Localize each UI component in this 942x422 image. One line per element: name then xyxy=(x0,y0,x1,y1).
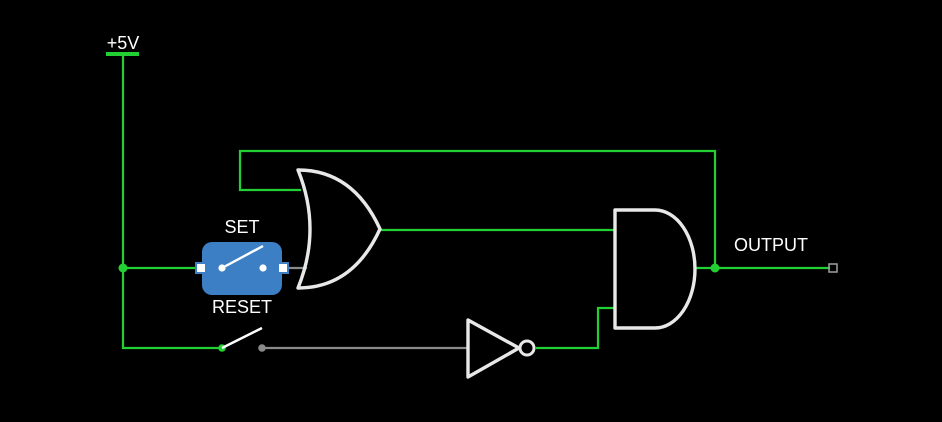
and-gate[interactable] xyxy=(613,208,697,330)
set-reset-switch[interactable] xyxy=(195,242,289,295)
wire-to-reset-button xyxy=(121,266,224,350)
set-label: SET xyxy=(224,217,259,237)
switch-lever[interactable] xyxy=(221,244,264,270)
output-label: OUTPUT xyxy=(734,235,808,255)
switch-left-terminal xyxy=(195,262,207,274)
supply-label: +5V xyxy=(107,33,140,53)
output-terminal[interactable] xyxy=(828,263,838,273)
feedback-wire xyxy=(238,149,717,270)
reset-label: RESET xyxy=(212,297,272,317)
set-reset-switch-box[interactable] xyxy=(202,242,282,295)
not-gate[interactable] xyxy=(466,318,536,379)
switch-right-terminal xyxy=(277,262,289,274)
switch-contact-dot xyxy=(259,264,267,272)
reset-push-switch[interactable] xyxy=(218,326,266,352)
or-gate[interactable] xyxy=(296,168,382,290)
output-junction-dot xyxy=(710,263,720,273)
not-gate-bubble xyxy=(518,339,536,357)
not-gate-triangle xyxy=(466,318,521,379)
reset-contact-dot xyxy=(258,344,266,352)
high-wires xyxy=(106,52,831,350)
low-wires xyxy=(260,266,470,350)
reset-lever[interactable] xyxy=(221,326,263,350)
supply-junction-dot xyxy=(118,263,128,273)
not-to-and-wire xyxy=(535,306,617,350)
